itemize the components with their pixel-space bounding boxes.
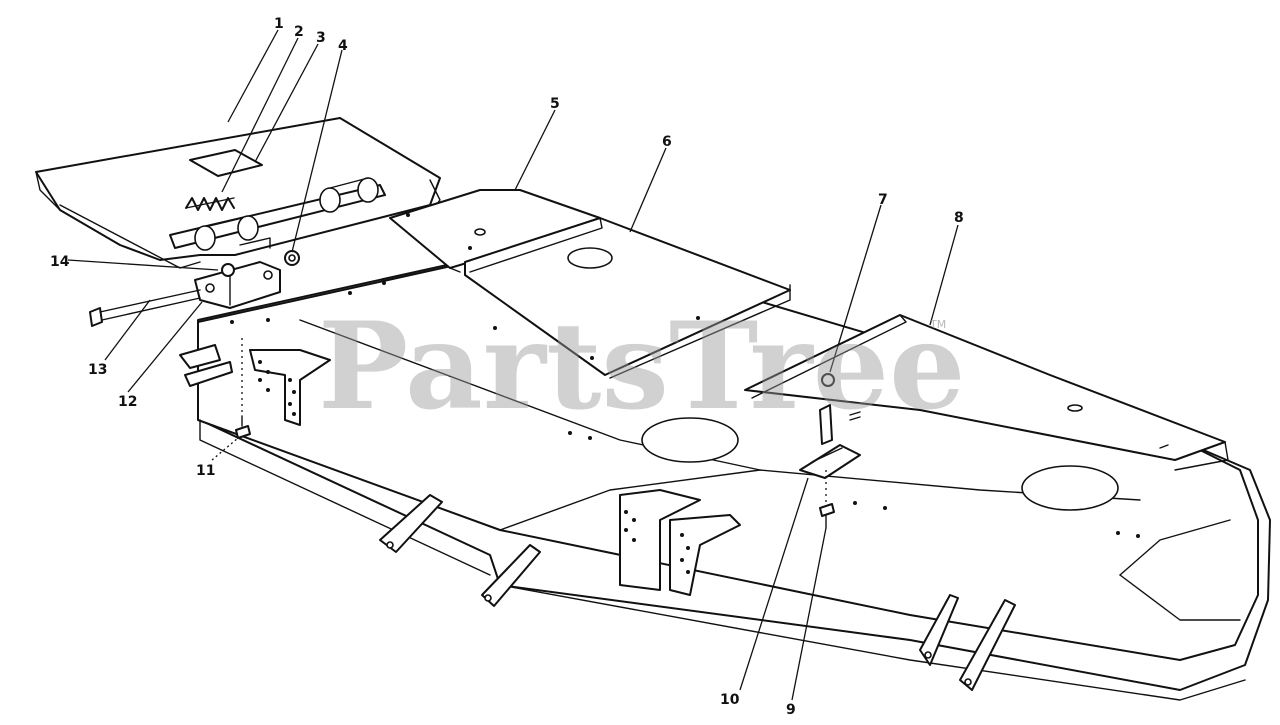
callout-9: 9 (786, 702, 796, 718)
part-12-hinge-bracket (194, 261, 281, 309)
callout-3: 3 (316, 30, 326, 46)
callout-labels: 1 2 3 4 5 6 7 8 9 10 11 12 13 14 (50, 16, 964, 718)
callout-11: 11 (196, 463, 215, 479)
part-11-screw (235, 415, 251, 439)
watermark-text: PartsTree (318, 296, 965, 437)
callout-10: 10 (720, 692, 740, 708)
part-3-decal (189, 149, 263, 177)
callout-8: 8 (954, 210, 964, 226)
callout-14: 14 (50, 254, 70, 270)
callout-6: 6 (662, 134, 672, 150)
leader-lines (67, 29, 959, 701)
callout-4: 4 (338, 38, 348, 54)
part-6-cover (464, 217, 791, 379)
part-14-nut (221, 263, 235, 277)
deck-hangers (179, 344, 1016, 691)
part-1-deflector (35, 117, 441, 269)
callout-13: 13 (88, 362, 107, 378)
watermark-trademark: TM (929, 318, 946, 331)
callout-2: 2 (294, 24, 304, 40)
part-8-cover (744, 314, 1229, 471)
blade-opening-left (641, 417, 739, 463)
callout-7: 7 (878, 192, 888, 208)
blade-opening-right (1021, 465, 1119, 511)
mower-deck (197, 239, 1271, 701)
part-9-screw (819, 503, 835, 529)
part-13-bolt (89, 289, 201, 327)
callout-12: 12 (118, 394, 137, 410)
callout-1: 1 (274, 16, 284, 32)
part-10-latch (799, 404, 861, 479)
callout-5: 5 (550, 96, 560, 112)
part-2-spring (185, 197, 235, 211)
part-7-nut (821, 373, 835, 387)
